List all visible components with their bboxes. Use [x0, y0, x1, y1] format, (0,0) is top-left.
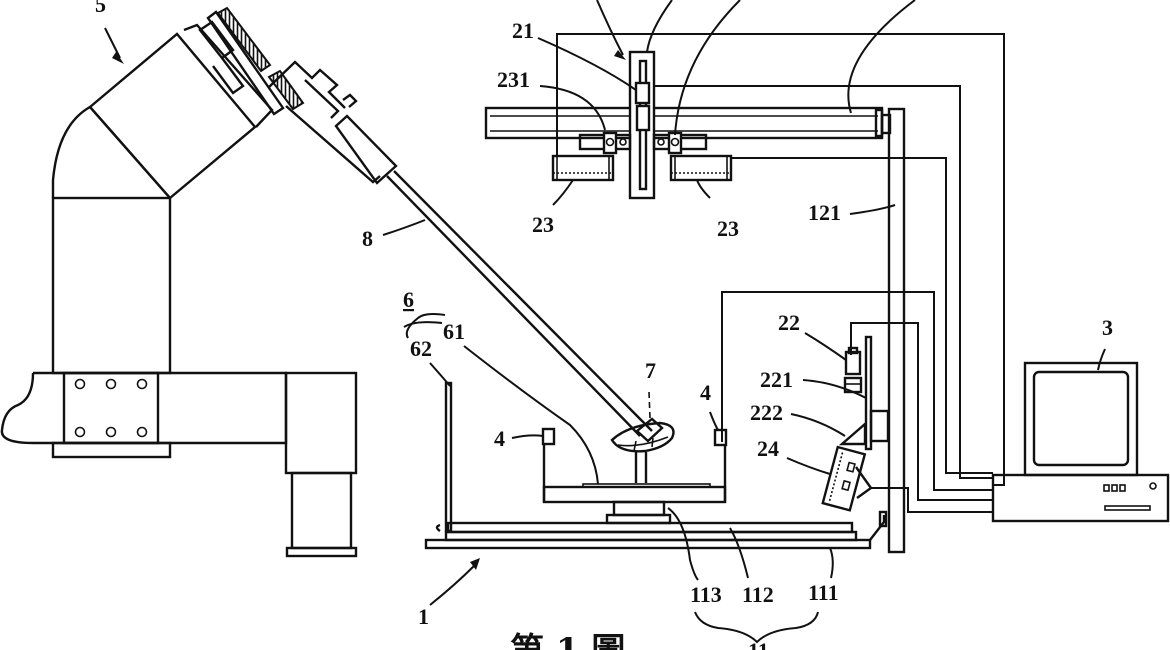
gripper-assembly [484, 50, 892, 200]
label-23-left: 23 [532, 212, 554, 237]
back-panel [444, 381, 453, 533]
monitor [1023, 361, 1139, 477]
label-3: 3 [1102, 315, 1113, 340]
label-4-left: 4 [494, 426, 505, 451]
frame-post [887, 107, 906, 554]
label-4-right: 4 [700, 380, 711, 405]
label-22: 22 [778, 310, 800, 335]
club-shaft [386, 175, 641, 437]
label-111: 111 [808, 580, 839, 605]
bolt-holes [74, 378, 148, 438]
label-231: 231 [497, 67, 530, 92]
arm-elbow [51, 105, 171, 199]
gear-icon [267, 69, 305, 111]
pad-right [669, 154, 733, 182]
base-assembly [424, 381, 888, 550]
label-1: 1 [418, 604, 429, 629]
label-113: 113 [690, 582, 722, 607]
power-button-icon [1149, 482, 1157, 490]
arm-boom [0, 371, 288, 445]
arrow-icon [112, 52, 124, 64]
brace-11 [694, 611, 819, 644]
camera-assembly [821, 335, 890, 512]
label-23-right: 23 [717, 216, 739, 241]
robot-arm [0, 6, 358, 558]
club-clamp [334, 114, 398, 185]
base-plate [424, 538, 872, 550]
leader-lines [104, 0, 1106, 644]
tray [542, 485, 727, 504]
arm-wrist-plate [183, 23, 274, 128]
gear-icon [216, 6, 272, 73]
sensor-right [713, 428, 728, 447]
computer [991, 361, 1170, 523]
figure-caption: 第 1 圖 [510, 631, 625, 650]
arrow-icon [614, 50, 626, 60]
arrow-icon [470, 558, 480, 570]
clamp-left [602, 131, 618, 155]
label-62: 62 [410, 336, 432, 361]
club-head [610, 421, 675, 453]
label-222: 222 [750, 400, 783, 425]
club-holder [267, 60, 675, 453]
clamp-right [667, 131, 683, 155]
arm-column [51, 196, 172, 375]
camera-mount-plate [864, 335, 873, 451]
mirror [838, 421, 867, 446]
reference-labels: 5 8 21 231 23 23 121 6 61 62 7 4 4 22 22… [95, 0, 1113, 650]
gripper-motor [634, 81, 651, 105]
monitor-screen [1032, 370, 1130, 467]
label-21: 21 [512, 18, 534, 43]
arm-upper-block [88, 32, 257, 200]
pad-left [551, 154, 615, 182]
label-6: 6 [403, 287, 414, 312]
label-112: 112 [742, 582, 774, 607]
label-24: 24 [757, 436, 779, 461]
label-121: 121 [808, 200, 841, 225]
linear-rail [484, 106, 884, 140]
label-5: 5 [95, 0, 106, 17]
arm-leg [284, 371, 358, 475]
sensor-left [541, 427, 556, 446]
computer-case [991, 473, 1170, 523]
label-11: 11 [748, 638, 769, 650]
arm-bolt-plate [62, 371, 160, 445]
turntable-hub [612, 500, 666, 517]
label-7: 7 [645, 358, 656, 383]
light-unit [821, 445, 867, 512]
club-hosel [635, 417, 664, 443]
arm-flange [206, 10, 285, 116]
signal-wires [556, 33, 1005, 513]
slide-rail [446, 521, 854, 534]
disk-slot [1104, 505, 1151, 511]
label-8: 8 [362, 226, 373, 251]
camera-body [844, 350, 862, 376]
brace-6 [405, 313, 446, 339]
label-61: 61 [443, 319, 465, 344]
club-head-leader [648, 391, 651, 419]
label-221: 221 [760, 367, 793, 392]
